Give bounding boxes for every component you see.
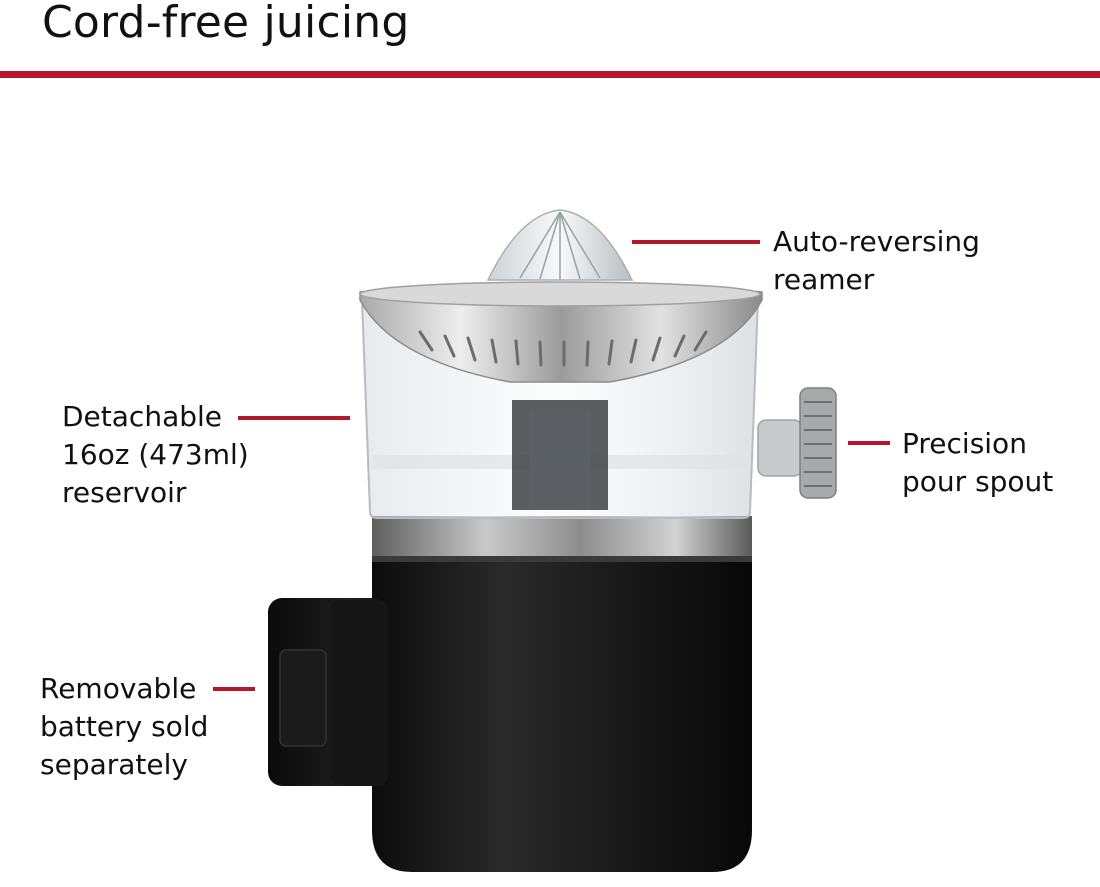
callout-reservoir: Detachable 16oz (473ml) reservoir — [62, 398, 249, 512]
callout-battery-line-1: Removable — [40, 672, 197, 705]
callout-battery: Removable battery sold separately — [40, 670, 208, 784]
callout-battery-line-2: battery sold — [40, 710, 209, 743]
spout-leader-line — [848, 441, 890, 445]
callout-reamer-line-1: Auto-reversing — [773, 225, 980, 258]
callout-reamer-line-2: reamer — [773, 263, 875, 296]
callout-reservoir-line-2: 16oz (473ml) — [62, 438, 249, 471]
callout-spout: Precision pour spout — [902, 425, 1053, 501]
callout-reservoir-line-3: reservoir — [62, 476, 187, 509]
callout-reamer: Auto-reversing reamer — [773, 223, 980, 299]
battery-leader-line — [213, 687, 255, 691]
callout-reservoir-line-1: Detachable — [62, 400, 223, 433]
header-divider — [0, 71, 1100, 78]
reamer-leader-line — [632, 240, 760, 244]
callout-spout-line-2: pour spout — [902, 465, 1054, 498]
callout-spout-line-1: Precision — [902, 427, 1027, 460]
page-title: Cord-free juicing — [42, 0, 410, 48]
callout-battery-line-3: separately — [40, 748, 188, 781]
reservoir-leader-line — [238, 416, 350, 420]
